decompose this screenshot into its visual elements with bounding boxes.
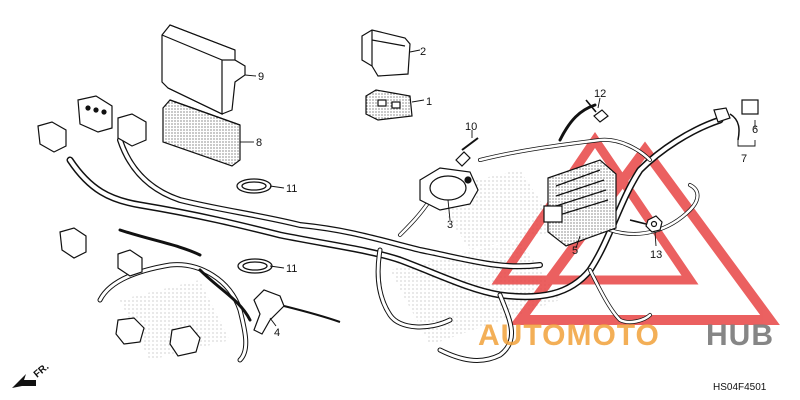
front-label: FR. — [32, 361, 52, 380]
callout-8: 8 — [256, 137, 262, 149]
callout-3: 3 — [447, 219, 453, 231]
callout-leaders — [240, 49, 756, 327]
plug-cap-4 — [253, 289, 341, 335]
rubber-cover-8 — [162, 99, 241, 167]
callout-2: 2 — [420, 46, 426, 58]
watermark-part1: AUTOMOTO — [478, 319, 660, 352]
nut-13 — [629, 215, 663, 233]
diagram-code: HS04F4501 — [713, 382, 767, 393]
callout-1: 1 — [426, 96, 432, 108]
bolt-12 — [585, 99, 609, 123]
connector-cluster-left — [37, 95, 201, 357]
front-direction-marker: FR. — [12, 361, 51, 388]
watermark-part2: HUB — [706, 319, 774, 352]
callout-7: 7 — [741, 153, 747, 165]
callout-9: 9 — [258, 71, 264, 83]
main-harness — [66, 103, 724, 363]
callout-11-upper: 11 — [286, 183, 297, 195]
bolt-10 — [455, 137, 479, 167]
relay-cover-2 — [361, 29, 411, 77]
callout-labels: 1 2 3 4 5 6 7 8 9 10 11 11 12 13 — [256, 46, 758, 339]
starter-relay-3 — [419, 167, 479, 211]
callout-4: 4 — [274, 327, 280, 339]
relay-1 — [365, 89, 413, 121]
callout-13: 13 — [650, 249, 662, 261]
callout-6: 6 — [752, 124, 758, 136]
callout-5: 5 — [572, 245, 578, 257]
arrow-icon — [12, 374, 36, 388]
callout-11-lower: 11 — [286, 263, 297, 275]
ecu-unit-9 — [161, 24, 246, 115]
callout-10: 10 — [465, 121, 477, 133]
regulator-5 — [543, 159, 617, 247]
watermark-text: AUTOMOTO HUB — [478, 319, 774, 352]
callout-12: 12 — [594, 88, 606, 100]
connector-6-7 — [713, 99, 759, 141]
